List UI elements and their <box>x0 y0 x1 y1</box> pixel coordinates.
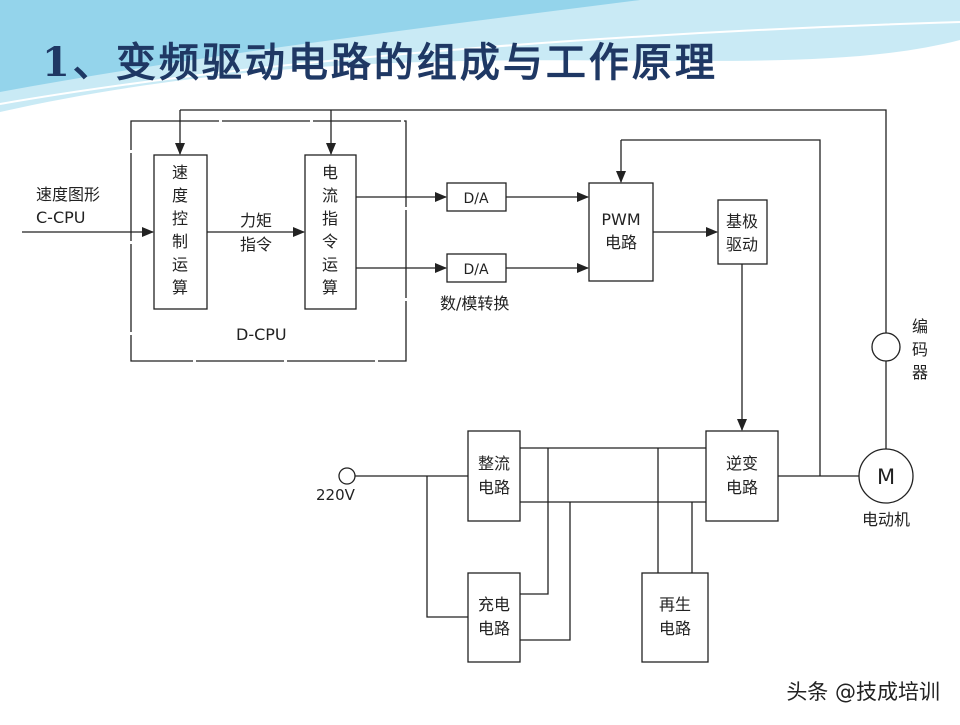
encoder-label: 编码器 <box>912 317 928 382</box>
charge-link-top <box>520 448 549 595</box>
encoder-symbol <box>871 332 901 362</box>
da-caption: 数/模转换 <box>440 294 509 313</box>
speed-ctrl-char-0: 速 <box>172 163 188 182</box>
supply-to-charge <box>426 476 468 618</box>
base-drive-label-1: 基极 <box>726 212 758 231</box>
current-cmd-block <box>304 154 357 310</box>
charge-link-bottom <box>520 502 571 641</box>
current-cmd-char-2: 指 <box>322 209 338 228</box>
current-cmd-char-3: 令 <box>322 232 338 251</box>
dcpu-label: D-CPU <box>236 325 287 344</box>
regen-block <box>641 572 709 663</box>
encoder-char-1: 码 <box>912 340 928 359</box>
encoder-char-0: 编 <box>912 317 928 336</box>
torque-label-2: 指令 <box>240 235 272 254</box>
current-cmd-char-5: 算 <box>322 278 338 297</box>
dcpu-boundary <box>130 120 407 362</box>
speed-ctrl-char-2: 控 <box>172 209 188 228</box>
header-wave-line <box>0 21 960 105</box>
current-cmd-char-4: 运 <box>322 255 338 274</box>
watermark: 头条 @技成培训 <box>786 680 940 704</box>
speed-ctrl-char-1: 度 <box>172 186 188 205</box>
speed-ctrl-char-3: 制 <box>172 232 188 251</box>
rectifier-block <box>467 430 521 522</box>
pwm-label-1: PWM <box>601 210 640 229</box>
inverter-label-2: 电路 <box>726 478 758 497</box>
current-cmd-char-0: 电 <box>322 163 338 182</box>
motor-symbol-label: M <box>877 465 895 489</box>
base-drive-label-2: 驱动 <box>726 235 758 254</box>
inverter-block <box>705 430 779 522</box>
current-cmd-char-1: 流 <box>322 186 338 205</box>
encoder-char-2: 器 <box>912 363 928 382</box>
charge-label-1: 充电 <box>478 595 510 614</box>
torque-label-1: 力矩 <box>240 211 272 230</box>
base-drive-block <box>717 199 768 265</box>
input-label-1: 速度图形 <box>36 185 100 204</box>
supply-label: 220V <box>316 486 356 504</box>
header-wave-mid <box>0 0 640 92</box>
motor-label: 电动机 <box>862 510 910 529</box>
inverter-label-1: 逆变 <box>726 454 758 473</box>
regen-label-2: 电路 <box>659 619 691 638</box>
speed-ctrl-char-4: 运 <box>172 255 188 274</box>
current-feedback <box>621 139 821 476</box>
input-label-2: C-CPU <box>36 208 85 227</box>
supply-terminal <box>338 467 356 485</box>
da-top-label: D/A <box>463 191 488 207</box>
regen-label-1: 再生 <box>659 595 691 614</box>
charge-label-2: 电路 <box>478 619 510 638</box>
charge-block <box>467 572 521 663</box>
rectifier-label-2: 电路 <box>478 478 510 497</box>
da-bottom-label: D/A <box>463 262 488 278</box>
encoder-feedback <box>180 109 887 333</box>
page-title: 1、变频驱动电路的组成与工作原理 <box>42 39 718 86</box>
rectifier-label-1: 整流 <box>478 454 510 473</box>
pwm-block <box>588 182 654 282</box>
speed-ctrl-char-5: 算 <box>172 278 188 297</box>
pwm-label-2: 电路 <box>605 233 637 252</box>
